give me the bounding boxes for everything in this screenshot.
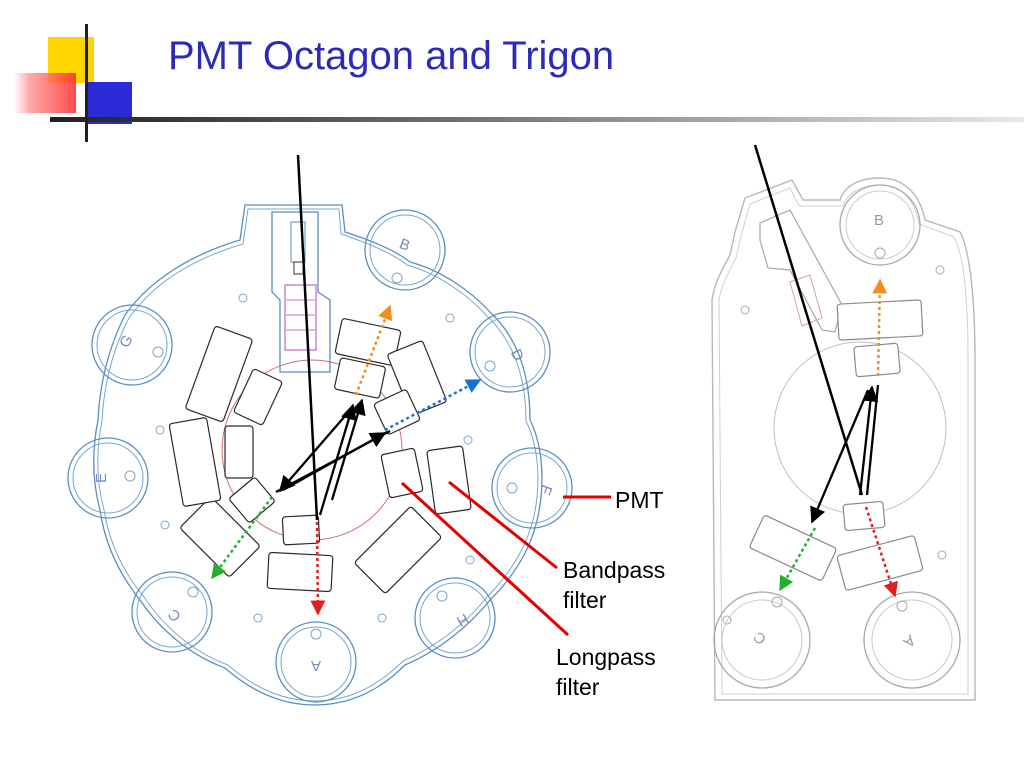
bandpass-label-line2: filter — [563, 587, 607, 613]
bandpass-label-line1: Bandpass — [563, 557, 666, 583]
beam-paths-trigon — [753, 144, 880, 524]
pmt-ring-F: F — [491, 447, 573, 529]
pmt-label-C: C — [165, 605, 185, 625]
pmt-ring-C: C — [131, 571, 213, 653]
pmt-label-B: B — [397, 235, 412, 254]
pmt-ring-G: G — [91, 304, 173, 386]
pmt-ring-D: D — [469, 311, 551, 393]
bandpass-filters — [224, 357, 424, 546]
octagon-assembly: B D F H A — [67, 154, 573, 706]
pmt-label-H: H — [453, 610, 471, 630]
trigon-pmt-label-B: B — [874, 212, 884, 229]
trigon-pmt-ring-A: A — [863, 591, 961, 689]
trigon-beam-B — [872, 278, 888, 377]
trigon-pmt-label-A: A — [900, 631, 919, 650]
beam-B — [354, 304, 393, 396]
trigon-pmt-ring-B: B — [839, 184, 921, 266]
longpass-label-line2: filter — [556, 674, 600, 700]
trigon-pmt-ring-C: C — [713, 591, 811, 689]
pmt-ring-E: E — [67, 437, 149, 519]
pmt-label: PMT — [615, 487, 664, 513]
decorative-square-logo — [14, 24, 1024, 142]
trigon-beam-A — [864, 506, 898, 598]
longpass-leader-line — [400, 481, 570, 637]
bandpass-filter-label: Bandpass filter — [563, 555, 665, 615]
trigon-filters — [749, 299, 924, 591]
longpass-label-line1: Longpass — [556, 644, 656, 670]
longpass-filters — [168, 318, 472, 594]
bandpass-leader-line — [448, 480, 558, 570]
beam-paths-octagon — [275, 154, 391, 521]
pmt-label-G: G — [116, 332, 137, 351]
pmt-label-A: A — [311, 657, 321, 674]
beam-C — [210, 496, 274, 580]
trigon-assembly: B C A — [711, 144, 976, 701]
pmt-ring-B: B — [364, 209, 446, 291]
page-title: PMT Octagon and Trigon — [168, 34, 615, 78]
pmt-ring-H: H — [414, 577, 496, 659]
pmt-ring-A: A — [275, 621, 357, 703]
longpass-filter-label: Longpass filter — [556, 642, 656, 702]
pmt-label-E: E — [93, 473, 110, 483]
trigon-pmt-label-C: C — [750, 628, 770, 648]
pmt-label-F: F — [536, 483, 555, 497]
